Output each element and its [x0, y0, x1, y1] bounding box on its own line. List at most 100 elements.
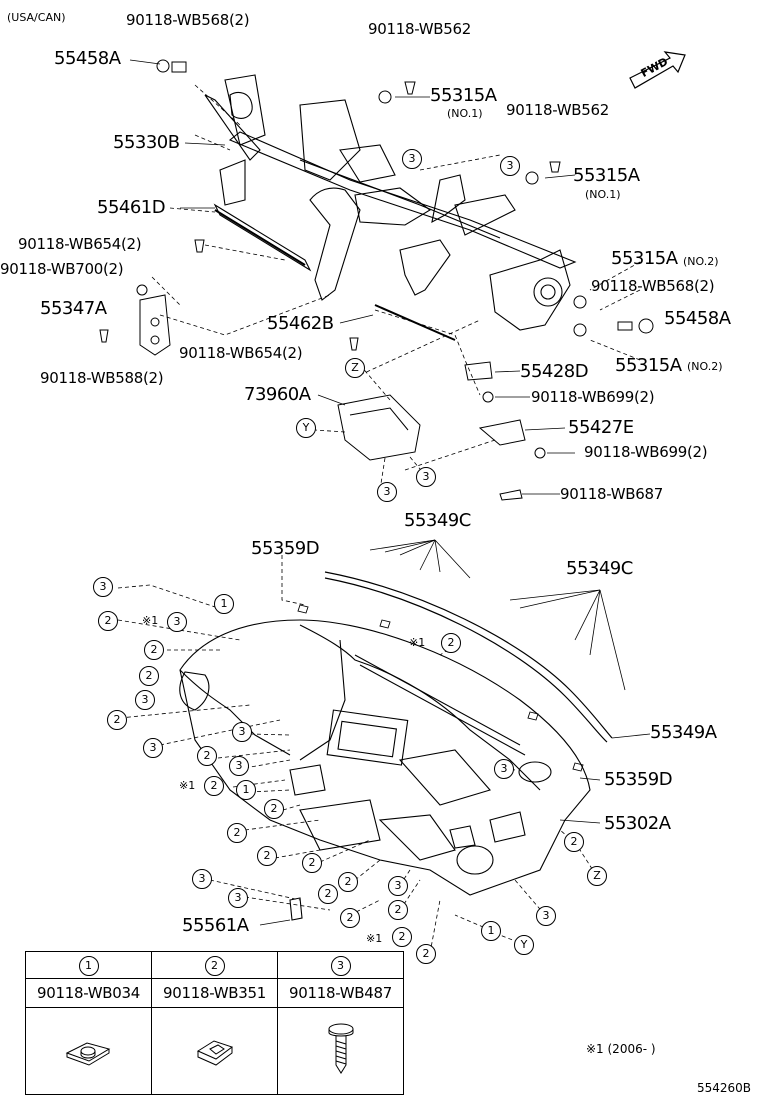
legend-mark-2: 2: [204, 956, 225, 976]
part-label: 55428D: [520, 361, 589, 382]
callout-3: 3: [192, 869, 212, 889]
note-marker: ※1: [179, 779, 196, 792]
fwd-arrow: [629, 51, 686, 89]
part-note: (NO.1): [447, 107, 483, 120]
callout-3: 3: [232, 722, 252, 742]
screw-icon: [277, 1007, 404, 1095]
legend-mark-cell: 3: [277, 951, 404, 979]
part-label: 55349C: [566, 558, 633, 579]
callout-1: 1: [481, 921, 501, 941]
legend-mark-1: 1: [78, 956, 99, 976]
callout-3: 3: [388, 876, 408, 896]
part-label: 55347A: [40, 298, 107, 319]
callout-2: 2: [144, 640, 164, 660]
part-label: 55359D: [604, 769, 673, 790]
legend-part-number: 90118-WB351: [151, 978, 278, 1008]
instrument-panel: [179, 619, 591, 921]
callout-2: 2: [264, 799, 284, 819]
legend-mark-cell: 1: [25, 951, 152, 979]
callout-3: 3: [377, 482, 397, 502]
part-label: 90118-WB699(2): [584, 443, 708, 461]
callout-3: 3: [135, 690, 155, 710]
clip-nut-icon: [151, 1007, 278, 1095]
part-note: (NO.2): [683, 255, 719, 268]
part-label: 55330B: [113, 132, 180, 153]
diagram-id: 554260B: [697, 1081, 752, 1095]
callout-2: 2: [338, 872, 358, 892]
reinforcement-beam: [204, 74, 577, 341]
callout-2: 2: [416, 944, 436, 964]
callout-3: 3: [228, 888, 248, 908]
callout-2: 2: [257, 846, 277, 866]
footnote: ※1 (2006- ): [586, 1042, 656, 1056]
callout-2: 2: [564, 832, 584, 852]
part-label: 55302A: [604, 813, 671, 834]
callout-2: 2: [139, 666, 159, 686]
callout-3: 3: [93, 577, 113, 597]
part-label: 55315A: [611, 248, 678, 269]
part-label: 90118-WB687: [560, 485, 663, 503]
callout-3: 3: [143, 738, 163, 758]
note-marker: ※1: [409, 636, 426, 649]
callout-y: Y: [296, 418, 316, 438]
part-label: 55315A: [430, 85, 497, 106]
part-label: 73960A: [244, 384, 311, 405]
clip-symbols: [297, 604, 584, 772]
callout-3: 3: [494, 759, 514, 779]
part-label: 55349A: [650, 722, 717, 743]
airbag-module: [337, 394, 421, 461]
callout-2: 2: [197, 746, 217, 766]
callout-y: Y: [514, 935, 534, 955]
callout-2: 2: [107, 710, 127, 730]
callout-3: 3: [536, 906, 556, 926]
part-note: (NO.2): [687, 360, 723, 373]
legend-mark-cell: 2: [151, 951, 278, 979]
legend-part-number: 90118-WB487: [277, 978, 404, 1008]
part-label: 90118-WB562: [506, 101, 609, 119]
part-label: 90118-WB568(2): [591, 277, 715, 295]
part-label: 55315A: [615, 355, 682, 376]
part-label: 90118-WB568(2): [126, 11, 250, 29]
callout-3: 3: [402, 149, 422, 169]
legend-mark-3: 3: [330, 956, 351, 976]
callout-2: 2: [392, 927, 412, 947]
part-label: 55458A: [54, 48, 121, 69]
part-label: 55462B: [267, 313, 334, 334]
part-label: 90118-WB588(2): [40, 369, 164, 387]
part-label: 90118-WB699(2): [531, 388, 655, 406]
callout-2: 2: [388, 900, 408, 920]
callout-1: 1: [236, 780, 256, 800]
part-label: 55461D: [97, 197, 166, 218]
callout-3: 3: [500, 156, 520, 176]
part-label: 55349C: [404, 510, 471, 531]
part-label: 55561A: [182, 915, 249, 936]
part-label: 90118-WB654(2): [179, 344, 303, 362]
note-marker: ※1: [366, 932, 383, 945]
region-label: (USA/CAN): [7, 11, 66, 24]
part-label: 55359D: [251, 538, 320, 559]
callout-z: Z: [587, 866, 607, 886]
part-note: (NO.1): [585, 188, 621, 201]
callout-2: 2: [302, 853, 322, 873]
callout-3: 3: [167, 612, 187, 632]
part-label: 90118-WB654(2): [18, 235, 142, 253]
part-label: 90118-WB562: [368, 20, 471, 38]
part-label: 55315A: [573, 165, 640, 186]
note-marker: ※1: [142, 614, 159, 627]
callout-2: 2: [204, 776, 224, 796]
trim-strip: [324, 571, 613, 743]
part-label: 55427E: [568, 417, 634, 438]
fastener-legend: 1 2 3 90118-WB034 90118-WB351 90118-WB48…: [25, 951, 404, 1095]
callout-2: 2: [98, 611, 118, 631]
callout-1: 1: [214, 594, 234, 614]
part-label: 55458A: [664, 308, 731, 329]
callout-3: 3: [229, 756, 249, 776]
leader-lines-solid: [129, 59, 576, 495]
leader-lines-upper: [151, 84, 641, 491]
callout-2: 2: [441, 633, 461, 653]
u-nut-icon: [25, 1007, 152, 1095]
clip-leaders: [259, 539, 651, 926]
callout-2: 2: [340, 908, 360, 928]
